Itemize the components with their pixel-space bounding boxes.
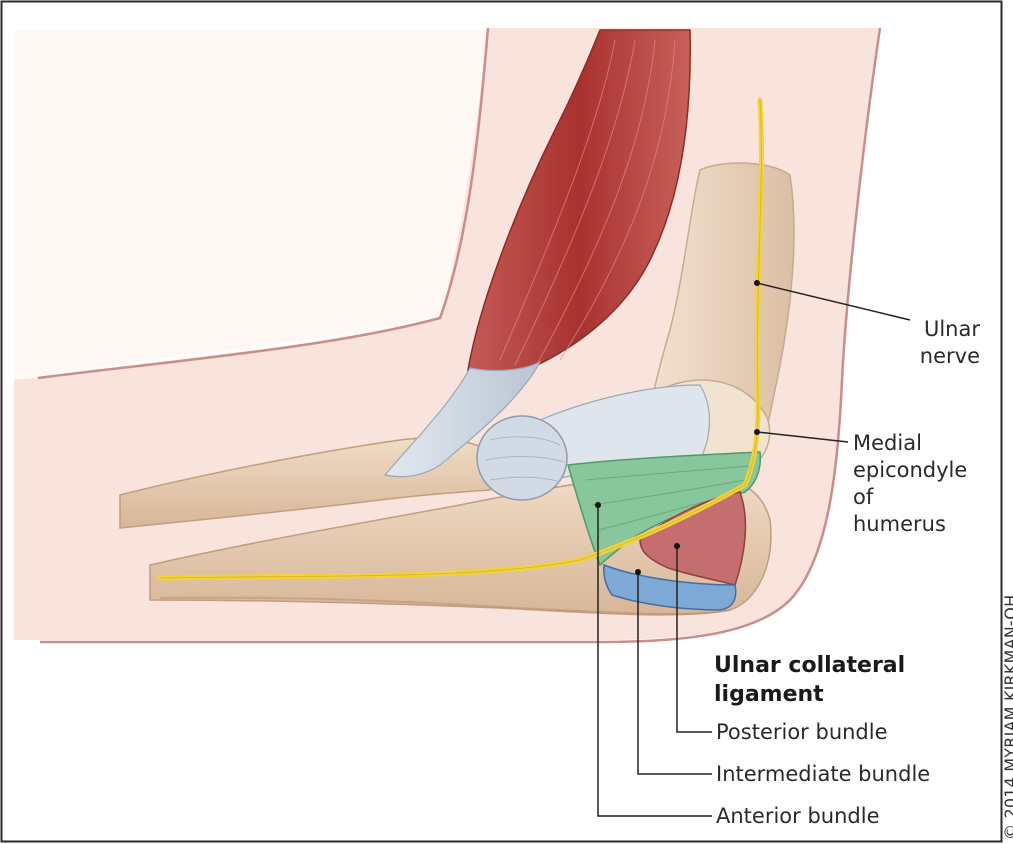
medial-epicondyle-line2: epicondyle [853, 457, 967, 484]
ucl-title-line1: Ulnar collateral [714, 651, 905, 680]
medial-epicondyle-line4: humerus [853, 511, 967, 538]
ulnar-nerve-label-line1: Ulnar [900, 316, 980, 343]
intermediate-bundle-label: Intermediate bundle [716, 761, 930, 788]
ucl-title-line2: ligament [714, 680, 905, 709]
anterior-bundle-label: Anterior bundle [716, 803, 880, 830]
medial-epicondyle-line1: Medial [853, 430, 967, 457]
ucl-title: Ulnar collateral ligament [714, 651, 905, 709]
medial-epicondyle-line3: of [853, 484, 967, 511]
radial-head [477, 416, 567, 500]
posterior-bundle-label: Posterior bundle [716, 719, 888, 746]
ulnar-nerve-label: Ulnar nerve [900, 316, 980, 370]
medial-epicondyle-label: Medial epicondyle of humerus [853, 430, 967, 538]
ulnar-nerve-label-line2: nerve [900, 343, 980, 370]
copyright-notice: © 2014 MYRIAM KIRKMAN-OH [1001, 595, 1013, 840]
